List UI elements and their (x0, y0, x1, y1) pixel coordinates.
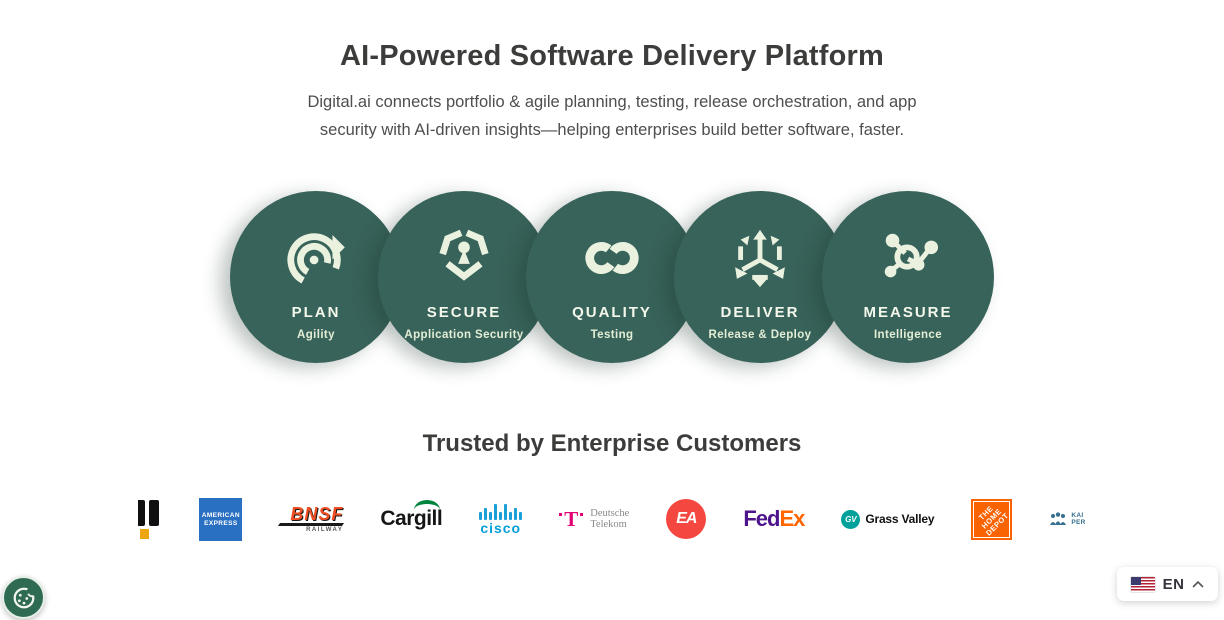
pillar-label: MEASURE (863, 304, 953, 321)
pillar-sublabel: Testing (590, 329, 634, 341)
pillar-label: DELIVER (720, 304, 800, 321)
telekom-t-icon: T (559, 509, 584, 530)
pillar-sublabel: Agility (297, 329, 335, 341)
language-selector[interactable]: EN (1117, 567, 1218, 601)
ea-logo: EA (666, 499, 707, 539)
pillar-sublabel: Application Security (404, 329, 524, 341)
home-depot-logo: THE HOME DEPOT (971, 498, 1013, 540)
cisco-logo: cisco (479, 504, 523, 535)
page-title: AI-Powered Software Delivery Platform (339, 40, 885, 72)
pillar-secure[interactable]: SECURE Application Security (378, 191, 550, 363)
language-label: EN (1162, 575, 1185, 593)
kaiser-permanente-logo: KAI PER (1049, 512, 1085, 526)
deutsche-telekom-logo: T Deutsche Telekom (559, 508, 629, 530)
customer-logo-carousel: AMERICAN EXPRESS BNSF RAILWAY Cargill ci… (0, 494, 1224, 544)
cookie-icon (13, 586, 36, 608)
american-express-logo: AMERICAN EXPRESS (199, 497, 243, 541)
bnsf-railway-logo: BNSF RAILWAY (278, 505, 345, 533)
cycle-arrows-icon (283, 225, 349, 291)
shield-keyhole-icon (431, 225, 497, 291)
cargill-leaf-icon (414, 500, 441, 510)
pillar-label: SECURE (426, 304, 502, 321)
pillar-plan[interactable]: PLAN Agility (230, 191, 402, 363)
partial-logo (138, 498, 162, 540)
network-nodes-icon (875, 225, 941, 291)
platform-pillars: PLAN Agility SECURE Application Security (0, 191, 1224, 363)
pillar-measure[interactable]: MEASURE Intelligence (822, 191, 994, 363)
kaiser-figures-icon (1050, 512, 1067, 525)
hero-subtitle: Digital.ai connects portfolio & agile pl… (307, 93, 917, 139)
grass-valley-gv-icon: GV (841, 509, 861, 529)
pillar-quality[interactable]: QUALITY Testing (526, 191, 698, 363)
trusted-heading: Trusted by Enterprise Customers (422, 430, 802, 457)
pillar-label: QUALITY (572, 304, 652, 321)
pillar-label: PLAN (291, 304, 341, 321)
pillar-deliver[interactable]: DELIVER Release & Deploy (674, 191, 846, 363)
cube-arrows-icon (727, 225, 793, 291)
cisco-bars-icon (479, 504, 523, 520)
pillar-sublabel: Release & Deploy (708, 329, 812, 341)
cookie-consent-button[interactable] (2, 576, 45, 619)
grass-valley-logo: GV Grass Valley (841, 509, 935, 529)
us-flag-icon (1130, 576, 1155, 592)
pillar-sublabel: Intelligence (873, 329, 943, 341)
hero-section: AI-Powered Software Delivery Platform Di… (0, 0, 1224, 144)
infinity-loop-icon (579, 225, 645, 291)
cargill-logo: Cargill (380, 500, 443, 531)
chevron-up-icon (1193, 580, 1204, 588)
